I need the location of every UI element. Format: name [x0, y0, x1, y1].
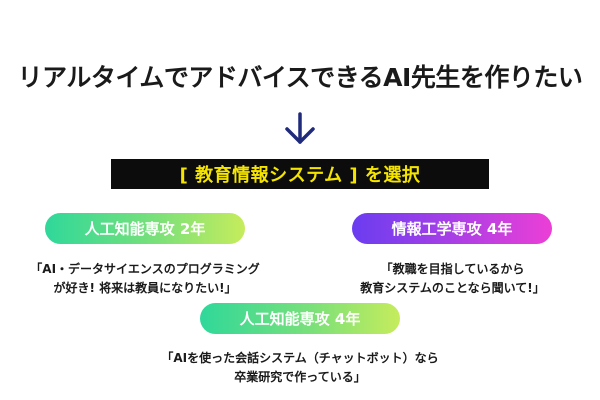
student-label-ie-4th-year: 情報工学専攻 4年	[352, 213, 552, 244]
headline: リアルタイムでアドバイスできるAI先生を作りたい	[17, 63, 583, 92]
arrow-down-icon	[285, 112, 315, 144]
quote-line: 卒業研究で作っている」	[234, 370, 366, 384]
quote-line: 教育システムのことなら聞いて!」	[360, 281, 545, 295]
student-quote-ai-4th-year: 「AIを使った会話システム（チャットボット）なら 卒業研究で作っている」	[130, 349, 470, 387]
quote-line: 「AIを使った会話システム（チャットボット）なら	[161, 351, 439, 365]
quote-line: が好き! 将来は教員になりたい!」	[53, 281, 237, 295]
student-quote-ai-2nd-year: 「AI・データサイエンスのプログラミング が好き! 将来は教員になりたい!」	[20, 260, 270, 298]
selection-banner: [ 教育情報システム ] を選択	[111, 159, 489, 189]
student-quote-ie-4th-year: 「教職を目指しているから 教育システムのことなら聞いて!」	[330, 260, 575, 298]
quote-line: 「AI・データサイエンスのプログラミング	[30, 262, 260, 276]
student-label-ai-4th-year: 人工知能専攻 4年	[200, 303, 400, 334]
quote-line: 「教職を目指しているから	[380, 262, 525, 276]
student-label-ai-2nd-year: 人工知能専攻 2年	[45, 213, 245, 244]
selection-banner-text: [ 教育情報システム ] を選択	[179, 165, 421, 186]
